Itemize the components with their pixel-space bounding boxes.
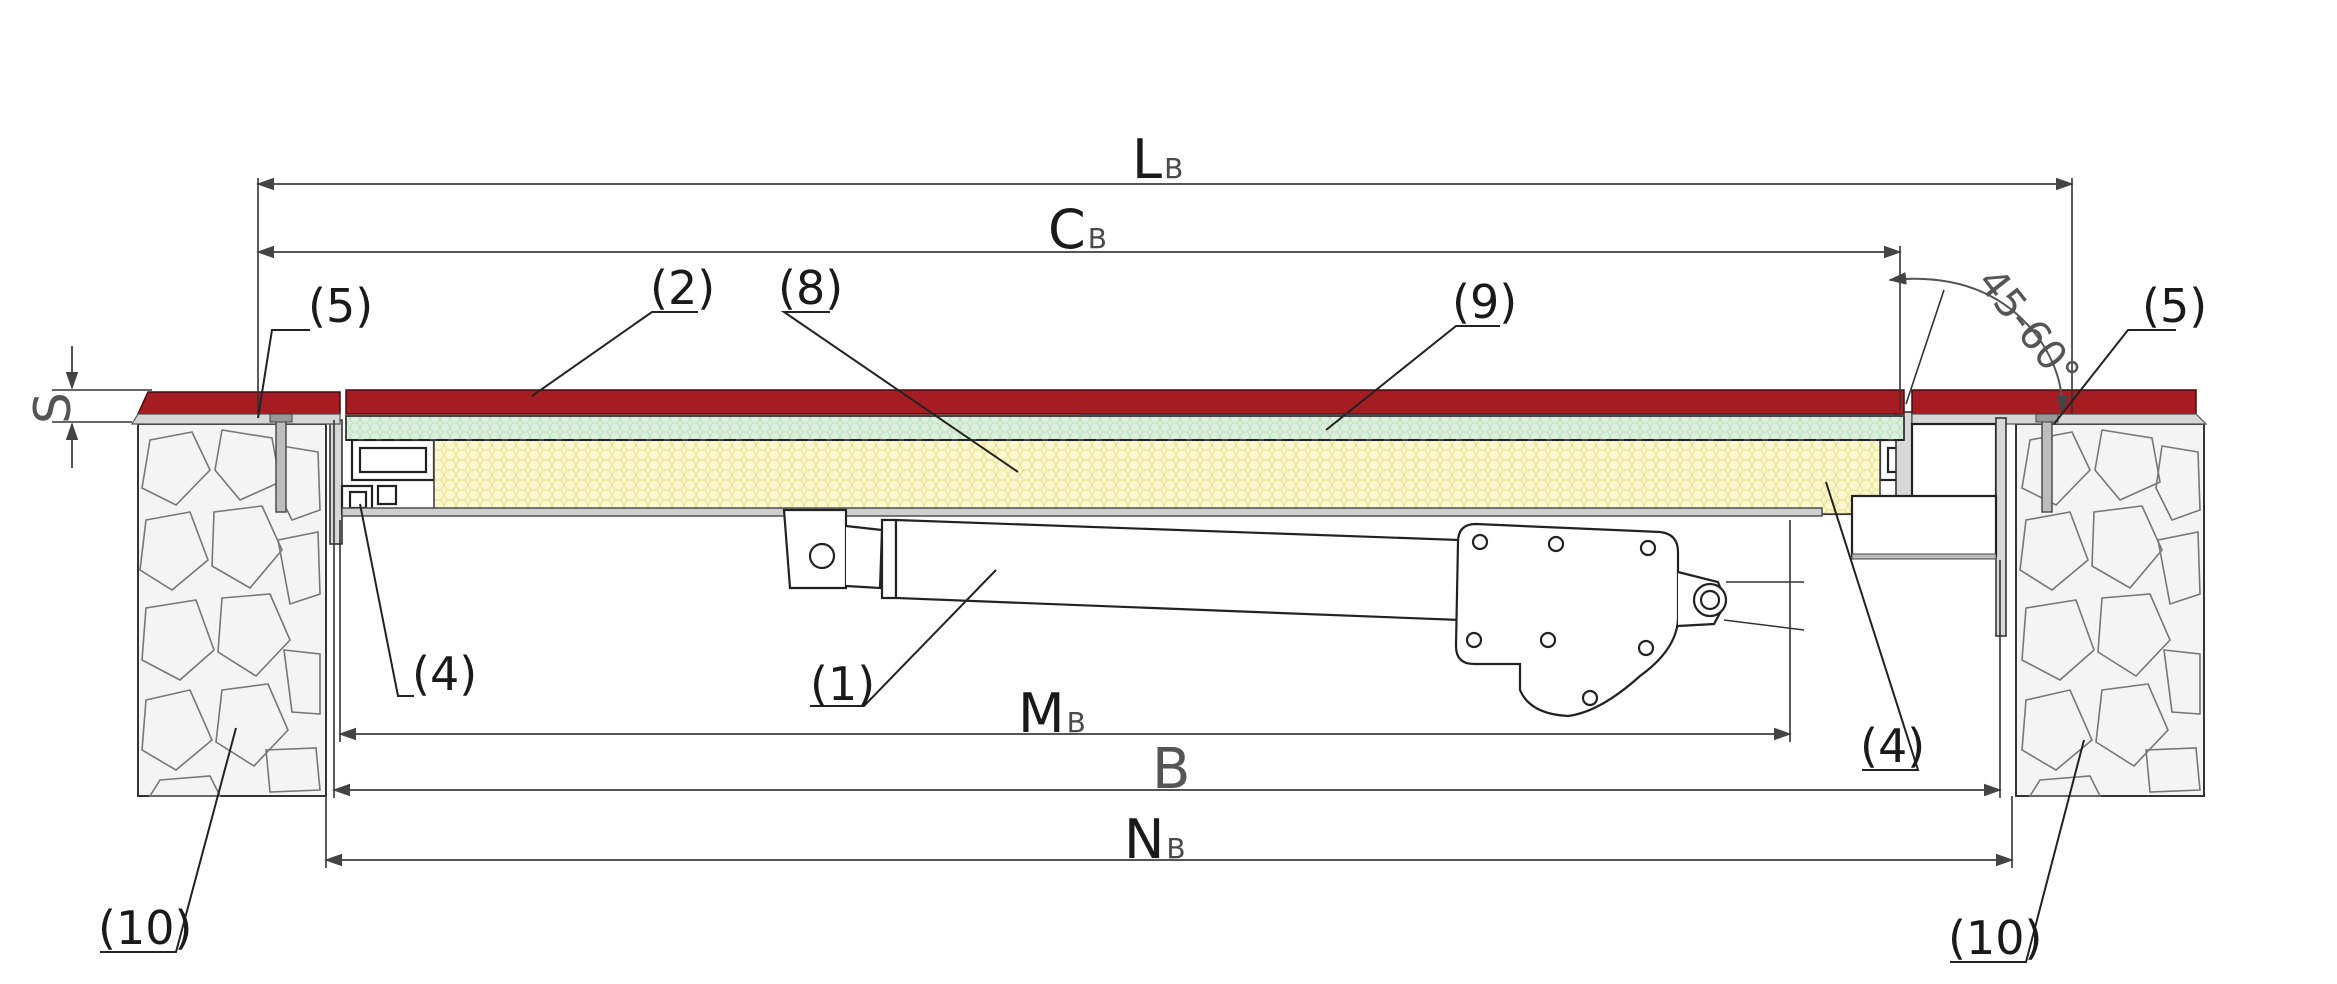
callout-frame-right: (4) bbox=[1860, 719, 1925, 773]
insulation-layer bbox=[433, 439, 1881, 515]
callout-actuator: (1) bbox=[810, 657, 875, 711]
support-bracket bbox=[1850, 417, 2007, 637]
dimension-lb-label: LB bbox=[1132, 128, 1183, 191]
angle-label: 45-60° bbox=[1968, 260, 2088, 396]
callout-anchor-left: (5) bbox=[308, 279, 373, 333]
dimension-mb-label: MB bbox=[1018, 682, 1086, 745]
dimension-s-label: S bbox=[24, 392, 82, 424]
dimension-b-label: B bbox=[1152, 737, 1190, 802]
dimension-nb-label: NB bbox=[1124, 808, 1186, 871]
callout-frame-left: (4) bbox=[412, 647, 477, 701]
dimension-lines bbox=[52, 177, 2074, 868]
angle-indicator bbox=[1888, 272, 2070, 414]
anchor-left bbox=[269, 413, 293, 513]
callout-lid-panel: (9) bbox=[1452, 275, 1517, 329]
callout-anchor-right: (5) bbox=[2142, 279, 2207, 333]
callout-foundation-right: (10) bbox=[1948, 911, 2042, 965]
lid-bottom-tray bbox=[341, 507, 1823, 517]
callout-foundation-left: (10) bbox=[98, 901, 192, 955]
leader-lines bbox=[100, 311, 2176, 963]
dimension-cb-label: CB bbox=[1048, 198, 1107, 261]
foundation-left bbox=[137, 423, 327, 797]
callout-insulation: (8) bbox=[778, 261, 843, 315]
frame-left bbox=[329, 419, 436, 545]
callout-cover-plate: (2) bbox=[650, 261, 715, 315]
lid-panel bbox=[345, 415, 1905, 441]
actuator bbox=[782, 508, 1805, 718]
